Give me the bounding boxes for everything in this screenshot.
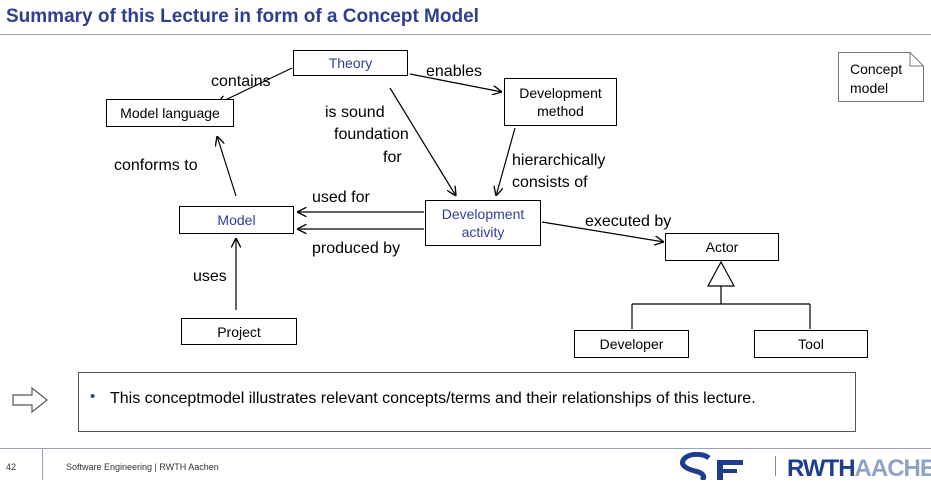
label-executed-by: executed by bbox=[585, 213, 672, 230]
footer-text: Software Engineering | RWTH Aachen bbox=[66, 462, 219, 472]
footer-divider bbox=[0, 448, 931, 449]
note-line2: model bbox=[850, 80, 889, 96]
summary-box bbox=[78, 372, 856, 432]
node-model: Model bbox=[179, 206, 294, 234]
rwth-logo: RWTHAACHEN bbox=[787, 455, 931, 483]
label-enables: enables bbox=[426, 63, 483, 80]
label-conforms-to: conforms to bbox=[114, 157, 198, 174]
node-actor: Actor bbox=[665, 233, 779, 261]
summary-text: This conceptmodel illustrates relevant c… bbox=[110, 390, 756, 407]
footer-vertical-divider bbox=[42, 448, 43, 480]
label-sound-foundation-line1: is sound bbox=[325, 104, 385, 121]
rwth-logo-light: AACHEN bbox=[854, 455, 931, 482]
label-hierarchically-line1: hierarchically bbox=[512, 152, 606, 169]
label-sound-foundation-line3: for bbox=[383, 149, 402, 166]
label-produced-by: produced by bbox=[312, 240, 401, 257]
se-logo-icon bbox=[680, 452, 743, 480]
node-development-method: Development method bbox=[504, 78, 617, 126]
node-theory: Theory bbox=[293, 50, 408, 76]
page-title: Summary of this Lecture in form of a Con… bbox=[6, 6, 479, 27]
edge-model-conforms-language bbox=[217, 136, 237, 197]
note-text: Concept model bbox=[850, 60, 902, 98]
node-project: Project bbox=[181, 318, 297, 345]
generalization-triangle bbox=[706, 260, 736, 287]
edge-theory-contains-model-language bbox=[217, 67, 293, 104]
title-divider bbox=[0, 34, 931, 35]
edge-method-consists-activity bbox=[496, 127, 516, 196]
bullet-icon: • bbox=[90, 388, 96, 405]
node-development-activity: Development activity bbox=[425, 200, 541, 246]
label-hierarchically-line2: consists of bbox=[512, 174, 588, 191]
note-line1: Concept bbox=[850, 61, 903, 77]
edge-activity-executed-by-actor bbox=[541, 221, 664, 242]
label-used-for: used for bbox=[312, 189, 370, 206]
page-number: 42 bbox=[6, 462, 17, 472]
node-tool: Tool bbox=[754, 330, 868, 358]
label-sound-foundation-line2: foundation bbox=[334, 126, 409, 143]
logo-separator bbox=[775, 456, 776, 476]
note-shape bbox=[838, 52, 924, 102]
label-contains: contains bbox=[211, 73, 271, 90]
edge-theory-foundation-activity bbox=[389, 87, 456, 196]
rwth-logo-bold: RWTH bbox=[787, 455, 856, 482]
node-developer: Developer bbox=[574, 330, 689, 358]
right-arrow-icon bbox=[12, 387, 48, 413]
label-uses: uses bbox=[193, 268, 227, 285]
edge-theory-enables-method bbox=[409, 73, 502, 92]
node-model-language: Model language bbox=[106, 99, 234, 127]
